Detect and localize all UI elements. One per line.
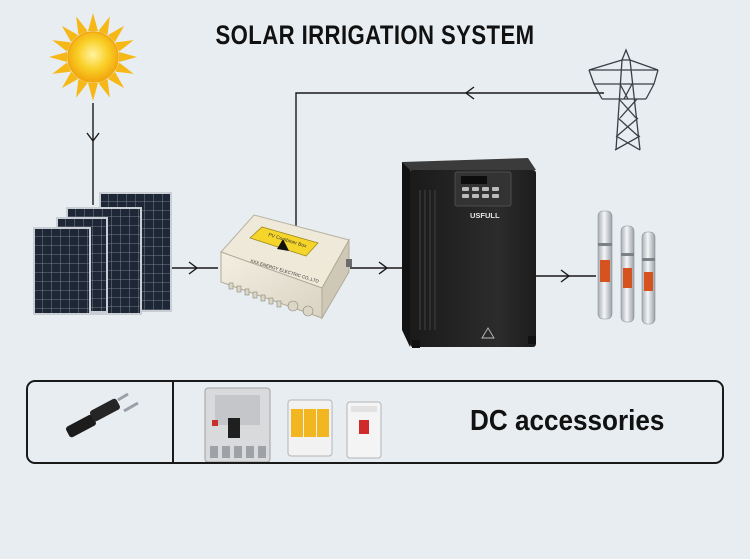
inverter-brand: USFULL — [470, 211, 500, 220]
accessories-label: DC accessories — [470, 405, 686, 438]
diagram-title: SOLAR IRRIGATION SYSTEM — [68, 20, 683, 51]
combiner-box-icon: PV Combiner Box XXX ENERGY ELECTRIC CO.,… — [221, 215, 352, 318]
power-grid-tower-icon — [589, 50, 658, 150]
water-pumps-icon — [598, 211, 655, 324]
accessories-divider — [172, 380, 174, 464]
inverter-icon: USFULL — [402, 158, 536, 348]
solar-panels-icon — [34, 193, 171, 314]
